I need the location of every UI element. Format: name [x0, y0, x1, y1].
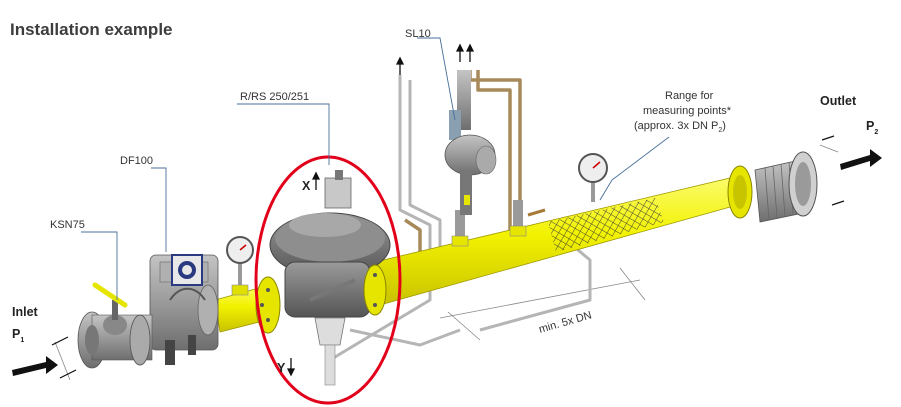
- pressure-gauge-inlet: [226, 236, 254, 296]
- filter-df100: [149, 254, 219, 365]
- dimension-ticks: [51, 135, 845, 379]
- sl10-device: [444, 70, 497, 215]
- label-range-3-prefix: (approx. 3x DN P: [634, 120, 718, 132]
- label-sl10: SL10: [405, 28, 431, 40]
- downstream-valves: [451, 200, 546, 247]
- label-y: Y: [277, 361, 286, 375]
- callout-lines: [81, 37, 670, 300]
- flow-arrows: [12, 149, 882, 376]
- regulator-rrs: [255, 170, 391, 386]
- label-range-3-suffix: ): [722, 120, 726, 132]
- label-p1-main: P: [12, 327, 20, 341]
- label-df100: DF100: [120, 155, 153, 167]
- label-ksn75: KSN75: [50, 219, 85, 231]
- vent-arrows: [286, 43, 475, 377]
- label-x: X: [302, 179, 311, 193]
- label-rrs: R/RS 250/251: [240, 91, 309, 103]
- outlet-arrow: [840, 149, 882, 170]
- label-p2-sub: 2: [874, 129, 878, 136]
- label-range-3-sub: 2: [718, 127, 722, 134]
- label-range-2: measuring points*: [643, 105, 732, 117]
- label-p1: P1: [12, 327, 24, 344]
- inlet-arrow: [12, 356, 58, 376]
- label-p1-sub: 1: [20, 337, 24, 344]
- highlight-ellipse: [254, 155, 402, 405]
- label-range-3: (approx. 3x DN P2): [634, 120, 726, 134]
- label-range-1: Range for: [665, 90, 714, 102]
- valve-ksn75: [77, 282, 153, 369]
- label-outlet: Outlet: [820, 94, 857, 108]
- label-inlet: Inlet: [12, 305, 39, 319]
- pressure-gauge-outlet: [578, 153, 608, 202]
- label-p2: P2: [866, 119, 878, 136]
- label-p2-main: P: [866, 119, 874, 133]
- diagram-title: Installation example: [10, 20, 173, 39]
